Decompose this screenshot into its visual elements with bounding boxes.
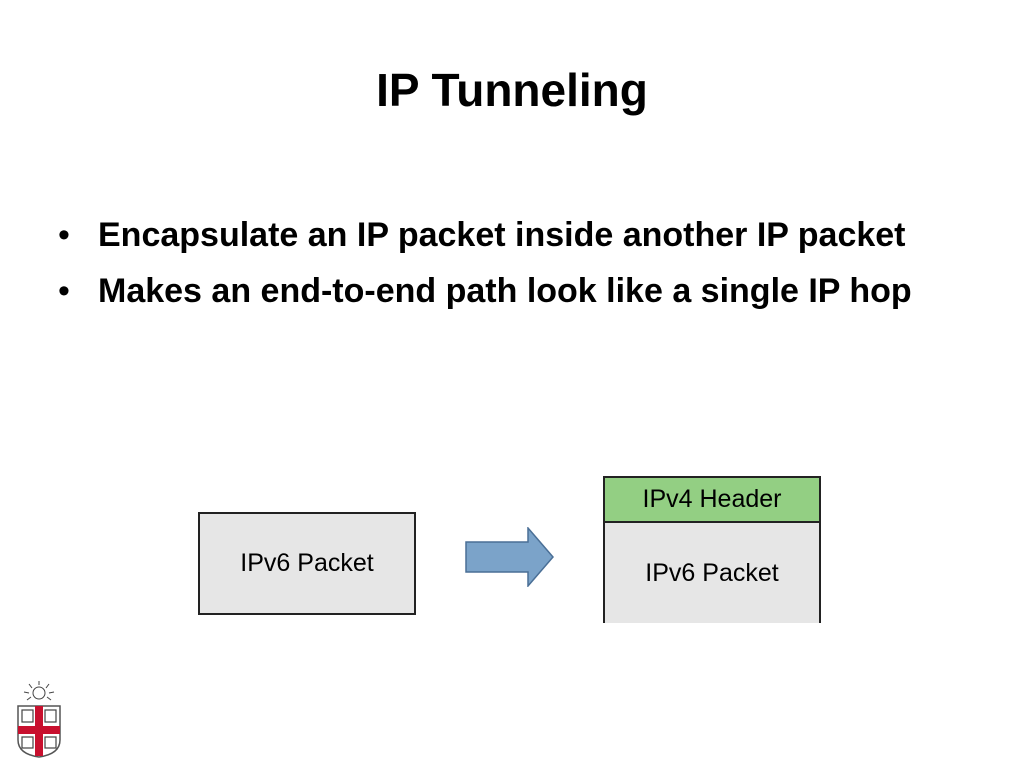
shield-cross-horizontal: [18, 726, 60, 734]
bullet-text: Encapsulate an IP packet inside another …: [98, 216, 906, 254]
encapsulated-payload-label: IPv6 Packet: [645, 558, 779, 587]
right-arrow-icon: [465, 527, 554, 587]
book-icon: [21, 709, 34, 723]
bullet-list: • Encapsulate an IP packet inside anothe…: [58, 212, 958, 324]
encapsulated-packet: IPv4 Header IPv6 Packet: [603, 476, 821, 623]
book-icon: [44, 709, 57, 723]
slide-title: IP Tunneling: [376, 64, 648, 116]
encapsulated-payload: IPv6 Packet: [605, 523, 819, 623]
crest-sun: [23, 681, 55, 701]
arrow-shape: [465, 527, 554, 587]
bullet-text: Makes an end-to-end path look like a sin…: [98, 272, 912, 310]
university-shield-logo: [17, 681, 61, 758]
bullet-item: • Makes an end-to-end path look like a s…: [58, 268, 918, 314]
original-packet-box: IPv6 Packet: [198, 512, 416, 615]
original-packet-label: IPv6 Packet: [240, 549, 374, 577]
bullet-item: • Encapsulate an IP packet inside anothe…: [58, 212, 918, 258]
encapsulated-header: IPv4 Header: [605, 478, 819, 523]
book-icon: [21, 736, 34, 749]
bullet-marker: •: [58, 216, 70, 254]
book-icon: [44, 736, 57, 749]
encapsulated-header-label: IPv4 Header: [642, 485, 782, 513]
bullet-marker: •: [58, 272, 70, 310]
